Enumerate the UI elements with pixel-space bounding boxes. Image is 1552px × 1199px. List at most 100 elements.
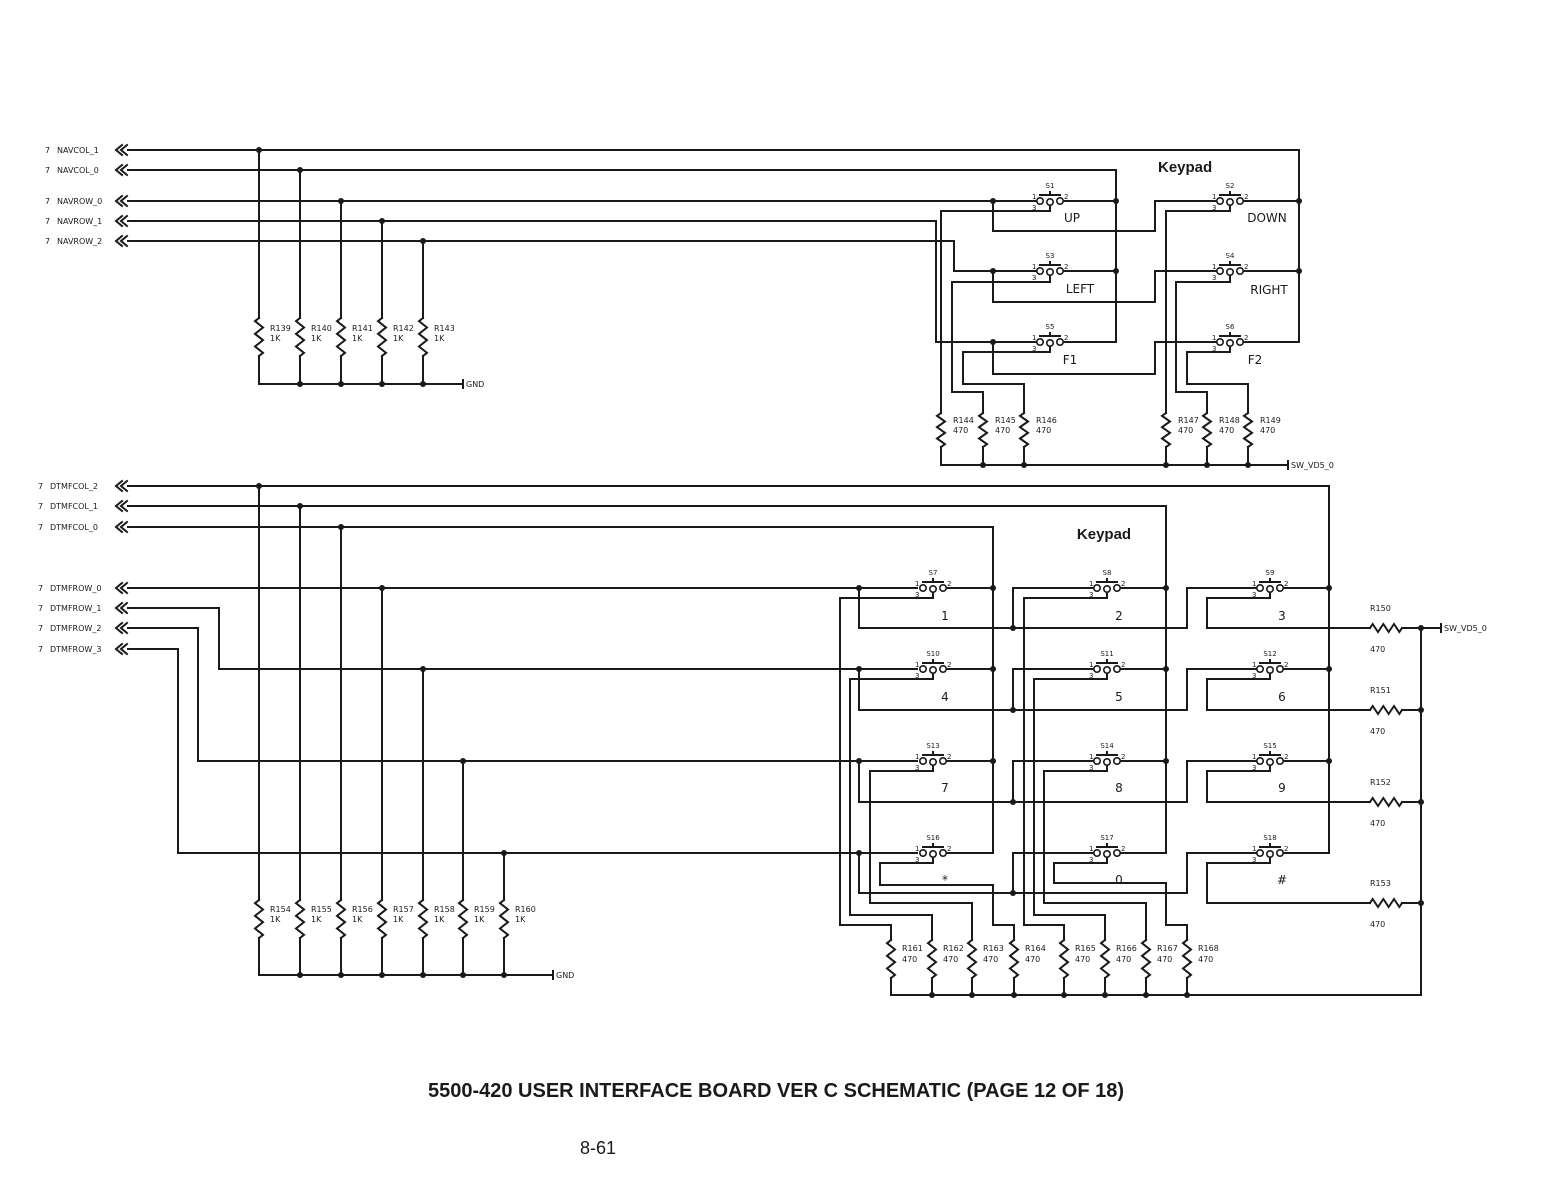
pin-number: 1 [1032, 263, 1036, 271]
net-dtmfcol-0 [127, 526, 994, 854]
resistor-value: 1K [352, 915, 363, 924]
pullup-resistor [1368, 897, 1404, 909]
pin-number: 2 [1121, 580, 1125, 588]
pin-number: 1 [1252, 580, 1256, 588]
switch-pin-2 [1056, 266, 1065, 275]
junction-dot [460, 758, 466, 764]
pulldown-resistor [376, 898, 388, 940]
wire [1012, 852, 1094, 894]
junction-dot [420, 381, 426, 387]
switch-pin-3 [1046, 198, 1055, 207]
junction-dot [856, 758, 862, 764]
pin-number: 3 [1089, 591, 1093, 599]
resistor-ref: R155 [311, 905, 332, 914]
pullup-resistor [1018, 411, 1030, 449]
net-dtmfcol-2 [127, 485, 1330, 854]
resistor-value: 470 [1025, 955, 1040, 964]
wire [879, 856, 1015, 941]
port-name: NAVCOL_0 [57, 166, 99, 175]
pullup-resistor [1242, 411, 1254, 449]
pulldown-resistor [294, 316, 306, 358]
pulldown-resistor [294, 898, 306, 940]
pin-number: 1 [1089, 580, 1093, 588]
pin-number: 2 [1064, 193, 1068, 201]
switch-pin-2 [938, 848, 947, 857]
wire [940, 204, 1051, 414]
port-sheet-ref: 7 [45, 146, 50, 155]
port-sheet-ref: 7 [45, 217, 50, 226]
schematic-title: 5500-420 USER INTERFACE BOARD VER C SCHE… [0, 1080, 1552, 1103]
junction-dot [1010, 707, 1016, 713]
switch-ref: S1 [1046, 182, 1055, 190]
junction-dot [420, 972, 426, 978]
resistor-ref: R160 [515, 905, 536, 914]
pin-number: 1 [915, 753, 919, 761]
pin-number: 2 [1121, 661, 1125, 669]
port-chevron-icon [114, 520, 124, 534]
switch-ref: S2 [1226, 182, 1235, 190]
junction-dot [501, 972, 507, 978]
resistor-value: 470 [1370, 727, 1385, 736]
key-label: UP [1064, 211, 1080, 225]
port-sheet-ref: 7 [38, 584, 43, 593]
resistor-ref: R149 [1260, 416, 1281, 425]
port-name: DTMFCOL_2 [50, 482, 98, 491]
pullup-resistor [885, 938, 897, 980]
switch-pin-3 [928, 849, 937, 858]
net-navrow-2-left [127, 240, 1037, 272]
key-label: 5 [1115, 690, 1123, 704]
port-sheet-ref: 7 [38, 523, 43, 532]
key-label: 6 [1278, 690, 1286, 704]
switch-pin-3 [928, 665, 937, 674]
wire [962, 345, 1051, 414]
switch-pin-1 [918, 583, 927, 592]
port-chevron-icon [119, 214, 129, 228]
net-navcol-1 [127, 149, 1300, 343]
resistor-ref: R161 [902, 944, 923, 953]
switch-pin-1 [918, 756, 927, 765]
pin-number: 2 [1064, 334, 1068, 342]
pin-number: 3 [1032, 274, 1036, 282]
junction-dot [1245, 462, 1251, 468]
junction-dot [338, 381, 344, 387]
ground-label: GND [466, 380, 484, 389]
pin-number: 1 [1252, 845, 1256, 853]
pullup-resistor [966, 938, 978, 980]
switch-pin-3 [1103, 757, 1112, 766]
pin-number: 2 [1064, 263, 1068, 271]
resistor-ref: R148 [1219, 416, 1240, 425]
port-chevron-icon [114, 163, 124, 177]
switch-pin-2 [1056, 337, 1065, 346]
key-label: 2 [1115, 609, 1123, 623]
junction-dot [990, 198, 996, 204]
port-chevron-icon [119, 234, 129, 248]
switch-pin-1 [1256, 664, 1265, 673]
switch-pin-3 [1046, 338, 1055, 347]
pin-number: 2 [1284, 845, 1288, 853]
switch-pin-1 [1036, 337, 1045, 346]
switch-pin-2 [1236, 266, 1245, 275]
resistor-value: 470 [983, 955, 998, 964]
port-name: DTMFCOL_1 [50, 502, 98, 511]
pin-number: 2 [1244, 334, 1248, 342]
junction-dot [990, 339, 996, 345]
switch-pin-1 [1093, 756, 1102, 765]
pin-number: 1 [1089, 845, 1093, 853]
pin-number: 3 [1212, 345, 1216, 353]
port-chevron-icon [119, 143, 129, 157]
port-chevron-icon [119, 163, 129, 177]
wires [127, 149, 1441, 996]
pulldown-resistor [253, 316, 265, 358]
junction-dot [990, 666, 996, 672]
wire [858, 587, 1257, 629]
resistor-ref: R165 [1075, 944, 1096, 953]
key-label: 7 [941, 781, 949, 795]
switch-ref: S17 [1100, 834, 1113, 842]
pin-number: 3 [915, 856, 919, 864]
resistor-ref: R158 [434, 905, 455, 914]
junction-dot [297, 167, 303, 173]
pin-number: 2 [1121, 845, 1125, 853]
pullup-resistor [977, 411, 989, 449]
port-chevron-icon [119, 621, 129, 635]
port-chevron-icon [114, 601, 124, 615]
